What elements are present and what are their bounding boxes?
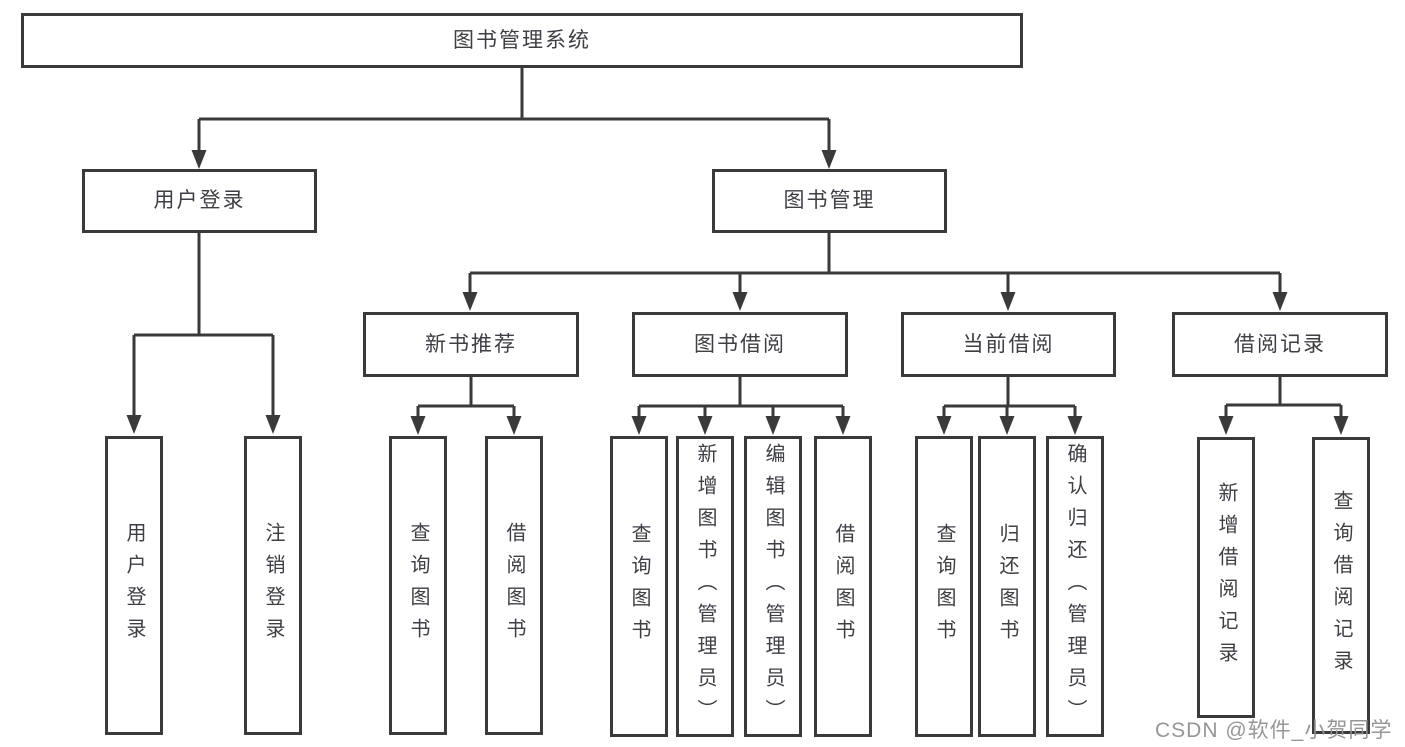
arrow-down-icon <box>697 416 713 435</box>
leaf-logout: 注销登录 <box>244 436 302 735</box>
arrow-down-icon <box>1333 416 1349 435</box>
connector-new-book-recommendation-children <box>410 377 522 435</box>
leaf-edit-books-admin: 编辑图书（管理员） <box>744 436 802 737</box>
arrow-down-icon <box>835 416 851 435</box>
arrow-down-icon <box>265 415 281 434</box>
node-book-management: 图书管理 <box>712 169 947 233</box>
connector-borrowing-records-children <box>1218 377 1349 435</box>
arrow-down-icon <box>732 292 748 311</box>
connector-book-borrowing-children <box>631 377 851 435</box>
leaf-query-books-borrowing: 查询图书 <box>610 436 668 737</box>
connector-user-login-children <box>126 233 281 434</box>
leaf-query-books-current: 查询图书 <box>915 436 973 737</box>
connector-book-management-children <box>462 233 1288 311</box>
arrow-down-icon <box>631 416 647 435</box>
connector-root-to-level2 <box>191 68 837 169</box>
arrow-down-icon <box>821 150 837 169</box>
node-library-management-system: 图书管理系统 <box>21 13 1023 68</box>
arrow-down-icon <box>765 416 781 435</box>
leaf-borrow-books-recommend: 借阅图书 <box>485 436 543 735</box>
node-user-login: 用户登录 <box>82 169 317 233</box>
leaf-query-borrowing-record: 查询借阅记录 <box>1312 437 1370 734</box>
leaf-confirm-return-admin: 确认归还（管理员） <box>1046 436 1104 737</box>
arrow-down-icon <box>126 415 142 434</box>
node-new-book-recommendation: 新书推荐 <box>363 312 579 377</box>
arrow-down-icon <box>936 416 952 435</box>
arrow-down-icon <box>1272 292 1288 311</box>
arrow-down-icon <box>1000 292 1016 311</box>
leaf-return-books: 归还图书 <box>978 436 1036 737</box>
arrow-down-icon <box>1218 416 1234 435</box>
arrow-down-icon <box>506 416 522 435</box>
arrow-down-icon <box>191 150 207 169</box>
leaf-add-borrowing-record: 新增借阅记录 <box>1197 437 1255 718</box>
arrow-down-icon <box>1067 416 1083 435</box>
arrow-down-icon <box>410 416 426 435</box>
arrow-down-icon <box>462 292 478 311</box>
arrow-down-icon <box>999 416 1015 435</box>
node-book-borrowing: 图书借阅 <box>632 312 848 377</box>
leaf-user-login: 用户登录 <box>105 436 163 735</box>
leaf-query-books-recommend: 查询图书 <box>389 436 447 735</box>
node-current-borrowing: 当前借阅 <box>901 312 1116 377</box>
node-borrowing-records: 借阅记录 <box>1172 312 1388 377</box>
leaf-add-books-admin: 新增图书（管理员） <box>676 436 734 737</box>
connector-current-borrowing-children <box>936 377 1083 435</box>
leaf-borrow-books: 借阅图书 <box>814 436 872 737</box>
